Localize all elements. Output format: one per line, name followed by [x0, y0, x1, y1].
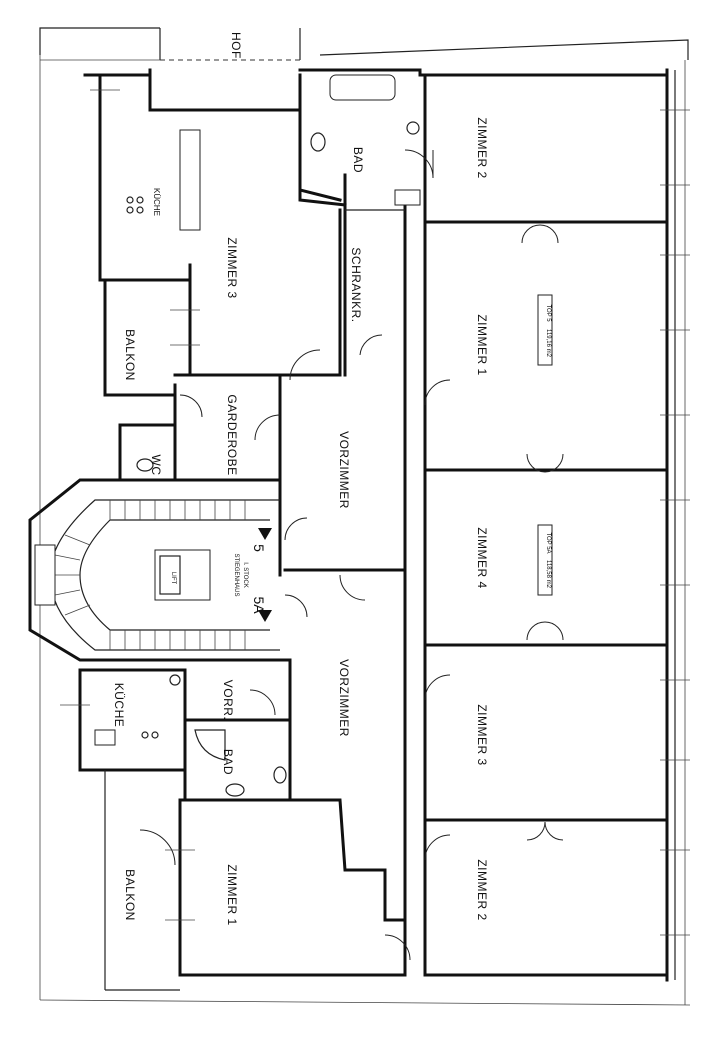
hof-label: HOF	[229, 32, 243, 59]
bad-top-label: BAD	[351, 147, 365, 173]
bad-bottom-label: BAD	[221, 749, 235, 775]
vorzimmer-bottom-label: VORZIMMER	[337, 659, 351, 737]
schrankr-label: SCHRANKR.	[349, 247, 363, 322]
labels: HOF ZIMMER 2 ZIMMER 1 ZIMMER 4 ZIMMER 3 …	[112, 32, 551, 926]
windows	[60, 89, 690, 936]
top5a-area-label: 118,58 m2	[545, 560, 551, 589]
unit-5-label: 5	[251, 544, 267, 552]
zimmer1-top-label: ZIMMER 1	[475, 314, 489, 375]
zimmer3-right-label: ZIMMER 3	[475, 704, 489, 765]
top5a-label: TOP 5A	[545, 532, 551, 553]
vorzimmer-top-label: VORZIMMER	[337, 431, 351, 509]
stairwell	[28, 478, 292, 662]
stiegenhaus-label: STIEGENHAUS	[233, 553, 239, 596]
garderobe-label: GARDEROBE	[225, 394, 239, 475]
top5-area-label: 119,16 m2	[545, 329, 551, 358]
doors	[139, 149, 564, 961]
zimmer2-top-label: ZIMMER 2	[475, 117, 489, 178]
top5-label: TOP 5	[545, 304, 551, 322]
zimmer1-bottom-label: ZIMMER 1	[225, 864, 239, 925]
top-area-boxes	[537, 294, 553, 596]
balkon-bottom-label: BALKON	[123, 869, 137, 921]
balkon-top-label: BALKON	[123, 329, 137, 381]
zimmer2-bottom-label: ZIMMER 2	[475, 859, 489, 920]
fixtures	[94, 74, 421, 797]
kueche-top-label: KÜCHE	[152, 188, 161, 216]
lift-label: LIFT	[170, 572, 176, 585]
kueche-bottom-label: KÜCHE	[112, 683, 126, 728]
zimmer4-label: ZIMMER 4	[475, 527, 489, 588]
stock-label: I. STOCK	[242, 562, 248, 588]
unit-5a-label: 5A	[251, 596, 267, 614]
outer-walls	[39, 27, 691, 1006]
vorr-label: VORR.	[221, 680, 235, 721]
main-walls	[78, 68, 676, 991]
zimmer3-left-label: ZIMMER 3	[225, 237, 239, 298]
wc-label: WC	[149, 455, 163, 476]
